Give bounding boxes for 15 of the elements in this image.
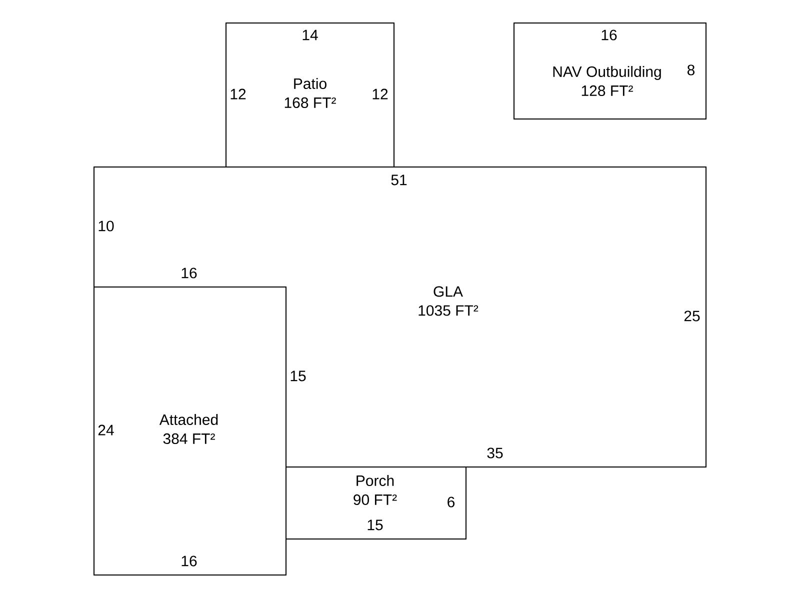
dimension-label: 6 [448,496,455,508]
dimension-label: 8 [688,64,695,76]
dimension-label: 15 [368,520,383,530]
dimension-label: 16 [182,556,197,566]
dimension-label: 12 [230,88,246,100]
dimension-label: 24 [98,424,114,436]
dimension-label: 12 [372,88,388,100]
dimension-label: 10 [98,220,114,232]
dimension-label: 35 [487,448,503,458]
dimension-label: 51 [391,174,407,186]
dimension-label: 15 [290,370,306,382]
dimension-label: 16 [602,30,617,40]
dimension-label: 14 [302,30,318,40]
dimension-label: 16 [182,268,197,278]
dimension-label: 25 [684,310,700,322]
